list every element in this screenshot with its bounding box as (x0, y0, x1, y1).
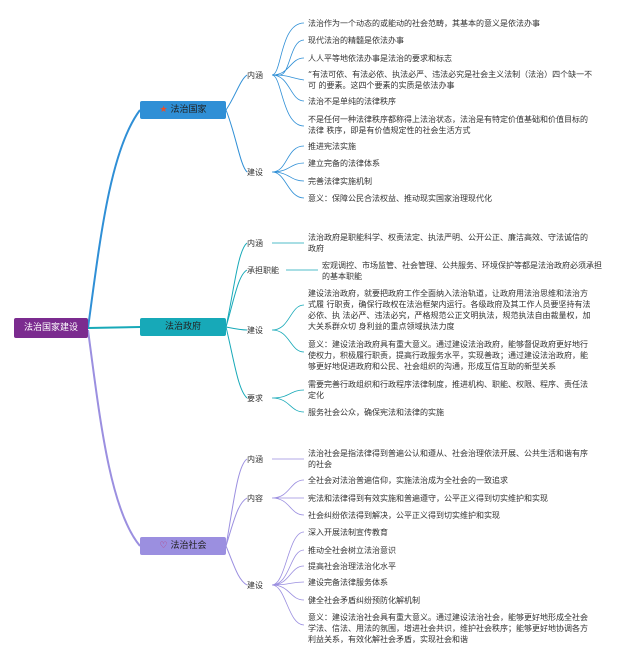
leaf-shehui-neirong-3[interactable]: 社会纠纷依法得到解决，公平正义得到切实维护和实现 (308, 511, 500, 520)
leaf-guojia-neihan-6[interactable]: 不是任何一种法律秩序都称得上法治状态，法治是有特定价值基础和价值目标的法律 秩序… (308, 115, 588, 135)
branch-guojia-label: 法治国家 (170, 105, 207, 115)
leaf-guojia-neihan-5[interactable]: 法治不是单纯的法律秩序 (308, 97, 396, 106)
connector-root-guojia (87, 109, 141, 329)
leaf-zhengfu-neihan-1[interactable]: 法治政府是职能科学、权责法定、执法严明、公开公正、廉洁高效、守法诚信的政府 (308, 233, 588, 253)
leaf-zhengfu-zhineng-1[interactable]: 宏观调控、市场监管、社会管理、公共服务、环境保护等都是法治政府必须承担的基本职能 (322, 261, 602, 281)
root-label: 法治国家建设 (23, 323, 78, 333)
leaf-shehui-jianshe-3[interactable]: 提高社会治理法治化水平 (308, 562, 396, 571)
heart-icon: ♡ (159, 541, 168, 551)
connector-zhengfu-jianshe (225, 326, 248, 331)
root-node[interactable]: 法治国家建设 (14, 318, 88, 338)
sub-zhengfu-neihan[interactable]: 内涵 (247, 239, 263, 248)
leaf-zhengfu-jianshe-1[interactable]: 建设法治政府，就要把政府工作全面纳入法治轨道，让政府用法治思维和法治方式履 行职… (308, 289, 591, 331)
bracket-shehui (271, 458, 305, 626)
connector-zhengfu-yaoqiu (225, 326, 248, 399)
leaf-shehui-jianshe-5[interactable]: 健全社会矛盾纠纷预防化解机制 (308, 596, 420, 605)
branch-shehui[interactable]: ♡法治社会 (140, 537, 226, 555)
connector-root-shehui (87, 329, 141, 547)
connector-guojia-jianshe (225, 109, 248, 173)
leaf-guojia-neihan-4[interactable]: “有法可依、有法必依、执法必严、违法必究是社会主义法制（法治）四个缺一不可 的要… (308, 70, 593, 90)
sub-zhengfu-yaoqiu[interactable]: 要求 (247, 394, 263, 403)
leaf-guojia-jianshe-2[interactable]: 建立完备的法律体系 (308, 159, 380, 168)
leaf-shehui-neirong-1[interactable]: 全社会对法治普遍信仰，实施法治成为全社会的一致追求 (308, 476, 508, 485)
leaf-shehui-neirong-2[interactable]: 宪法和法律得到有效实施和普遍遵守，公平正义得到切实维护和实现 (308, 494, 548, 503)
branch-guojia[interactable]: ★法治国家 (140, 101, 226, 119)
leaf-zhengfu-jianshe-2[interactable]: 意义：建设法治政府具有重大意义。通过建设法治政府，能够督促政府更好地行使权力，积… (308, 340, 588, 371)
bracket-guojia-neihan (271, 22, 305, 127)
connector-shehui-neirong (225, 497, 248, 547)
connector-zhengfu-neihan (225, 242, 248, 328)
sub-guojia-neihan[interactable]: 内涵 (247, 71, 263, 80)
leaf-shehui-jianshe-1[interactable]: 深入开展法制宣传教育 (308, 528, 388, 537)
sub-zhengfu-jianshe[interactable]: 建设 (247, 326, 263, 335)
connector-shehui-jianshe (225, 545, 248, 586)
leaf-zhengfu-yaoqiu-2[interactable]: 服务社会公众，确保宪法和法律的实施 (308, 408, 444, 417)
branch-zhengfu-label: 法治政府 (164, 322, 201, 332)
branch-shehui-label: 法治社会 (170, 541, 207, 551)
bracket-guojia-jianshe (271, 145, 305, 199)
connector-zhengfu-zhineng (225, 269, 248, 328)
sub-zhengfu-zhineng[interactable]: 承担职能 (247, 266, 279, 275)
leaf-guojia-jianshe-1[interactable]: 推进宪法实施 (308, 142, 356, 151)
leaf-guojia-neihan-3[interactable]: 人人平等地依法办事是法治的要求和标志 (308, 54, 452, 63)
leaf-guojia-jianshe-4[interactable]: 意义：保障公民合法权益、推动现实国家治理现代化 (308, 194, 492, 203)
connector-root-zhengfu (87, 326, 141, 329)
sub-shehui-neihan[interactable]: 内涵 (247, 455, 263, 464)
sub-shehui-jianshe[interactable]: 建设 (247, 581, 263, 590)
star-icon: ★ (159, 105, 168, 115)
sub-guojia-jianshe[interactable]: 建设 (247, 168, 263, 177)
leaf-guojia-jianshe-3[interactable]: 完善法律实施机制 (308, 177, 372, 186)
leaf-shehui-jianshe-2[interactable]: 推动全社会树立法治意识 (308, 546, 396, 555)
leaf-shehui-jianshe-6[interactable]: 意义：建设法治社会具有重大意义。通过建设法治社会，能够更好地形成全社会学法、信法… (308, 613, 588, 644)
sub-shehui-neirong[interactable]: 内容 (247, 494, 263, 503)
leaf-guojia-neihan-2[interactable]: 现代法治的精髓是依法办事 (308, 36, 404, 45)
leaf-zhengfu-yaoqiu-1[interactable]: 需要完善行政组织和行政程序法律制度，推进机构、职能、权限、程序、责任法定化 (308, 380, 588, 400)
connector-shehui-neihan (225, 458, 248, 547)
bracket-zhengfu (271, 242, 318, 413)
leaf-guojia-neihan-1[interactable]: 法治作为一个动态的或能动的社会范畴，其基本的意义是依法办事 (308, 19, 540, 28)
leaf-shehui-jianshe-4[interactable]: 建设完备法律服务体系 (308, 578, 388, 587)
connector-guojia-neihan (225, 74, 248, 111)
leaf-shehui-neihan-1[interactable]: 法治社会是指法律得到普遍公认和遵从、社会治理依法开展、公共生活和谐有序的社会 (308, 449, 588, 469)
branch-zhengfu[interactable]: 法治政府 (140, 318, 226, 336)
